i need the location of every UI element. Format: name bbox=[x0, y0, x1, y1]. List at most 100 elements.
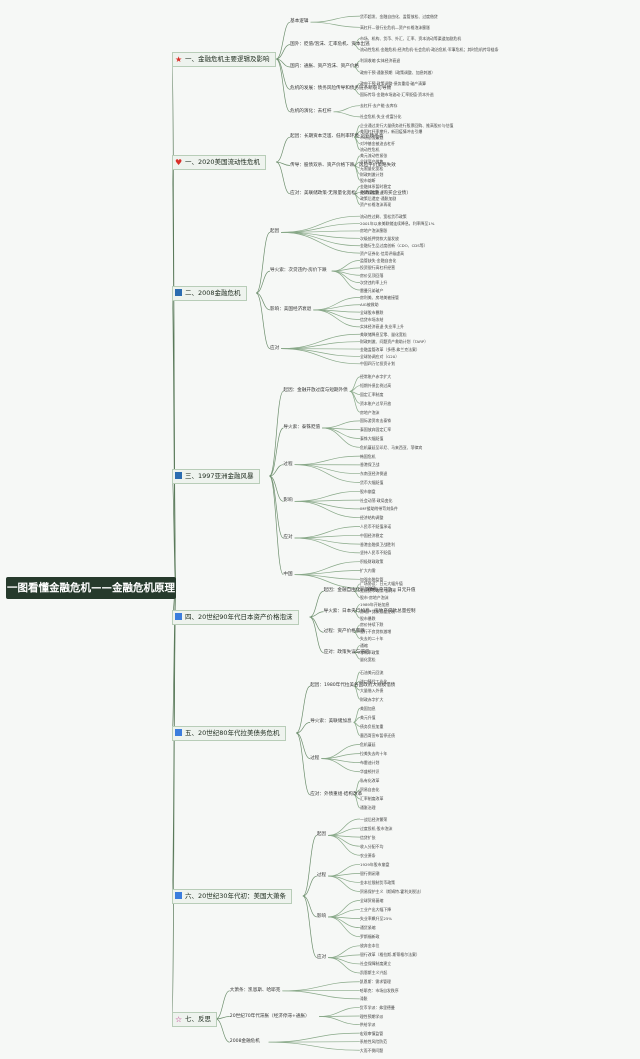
subtopic[interactable]: 应对 bbox=[316, 954, 327, 960]
connector bbox=[353, 193, 361, 205]
connector bbox=[302, 835, 318, 897]
connector bbox=[282, 990, 360, 1000]
leaf-note: 监管缺失·金融自由化 bbox=[360, 257, 397, 263]
branch-label: 一、金融危机主要逻辑及影响 bbox=[185, 55, 270, 63]
root-topic[interactable]: 一图看懂金融危机——金融危机原理 bbox=[6, 577, 176, 599]
subtopic[interactable]: 过程：资产价格暴跌 bbox=[323, 629, 365, 635]
leaf-note: 社会保障制度建立 bbox=[360, 961, 392, 967]
leaf-note: 香港保卫战 bbox=[360, 462, 380, 468]
star-pink-icon: ☆ bbox=[175, 1015, 183, 1024]
subtopic[interactable]: 过程 bbox=[310, 755, 320, 761]
subtopic[interactable]: 国内：通胀、资产泡沫、资产价格 bbox=[290, 64, 360, 69]
leaf-note: 人民币不贬值承诺 bbox=[360, 524, 392, 529]
leaf-note: 信贷扩张 bbox=[360, 834, 376, 840]
branch-label: 四、20世纪90年代日本资产价格泡沫 bbox=[185, 613, 293, 621]
leaf-note: 股市·房地产泡沫 bbox=[360, 595, 389, 601]
subtopic[interactable]: 影响 bbox=[316, 913, 327, 919]
subtopic[interactable]: 起因：金融自由化、资本账户开放、日元升值 bbox=[323, 588, 416, 594]
subtopic[interactable]: 应对：美联储政策·无限量化宽松、财政刺激（购买企业债） bbox=[290, 190, 411, 196]
leaf-note: 银行不良贷款激增 bbox=[360, 629, 392, 635]
branch-b5[interactable]: 四、20世纪90年代日本资产价格泡沫 bbox=[172, 610, 299, 625]
leaf-note: 雷曼兄弟破产 bbox=[360, 287, 384, 293]
leaf-note: 市场、机构、货币、外汇、汇率、资本流动等渠道加剧危机 bbox=[360, 36, 462, 41]
subtopic[interactable]: 起因 bbox=[316, 832, 327, 838]
leaf-note: 全球股市暴跌 bbox=[360, 309, 384, 315]
leaf-note: 市场恐慌蔓延 bbox=[360, 135, 384, 141]
leaf-note: 股市熔断 bbox=[360, 177, 376, 183]
subtopic[interactable]: 中国 bbox=[283, 571, 293, 577]
subtopic[interactable]: 传导：股债双杀、资产价格下跌、风险平价策略失效 bbox=[290, 162, 396, 168]
connector bbox=[328, 945, 361, 958]
leaf-note: 去杠杆·去产能·去库存 bbox=[360, 103, 398, 109]
leaf-note: 零利率政策 bbox=[360, 649, 380, 655]
connector bbox=[276, 44, 291, 60]
connector bbox=[353, 89, 361, 95]
leaf-note: 次级抵押贷款大量发放 bbox=[360, 235, 399, 241]
connector bbox=[310, 21, 361, 28]
subtopic[interactable]: 起因：金融开放过度与短期外债 bbox=[283, 388, 348, 394]
subtopic[interactable]: 导火索：美联储加息 bbox=[310, 719, 352, 725]
subtopic[interactable]: 导火索：次贷违约·房价下跌 bbox=[270, 268, 327, 274]
leaf-note: 美联储降息至零、量化宽松 bbox=[360, 331, 407, 337]
subtopic[interactable]: 起因：长期资本泛滥、低利率环境·企业债务高 bbox=[290, 134, 384, 140]
subtopic[interactable]: 过程 bbox=[316, 873, 327, 879]
subtopic[interactable]: 国外：贬值/泡沫、汇率危机、资本出逃 bbox=[290, 41, 370, 47]
subtopic[interactable]: 起因 bbox=[270, 229, 280, 235]
leaf-note: 收入分配不均 bbox=[360, 843, 384, 849]
connector bbox=[328, 875, 361, 883]
subtopic[interactable]: 应对 bbox=[283, 535, 293, 540]
subtopic[interactable]: 应对：政策失误与滞后 bbox=[323, 649, 370, 655]
square-icon bbox=[175, 289, 182, 296]
subtopic[interactable]: 影响：美国经济衰退 bbox=[270, 306, 312, 312]
subtopic[interactable]: 导火索：日本央行加息、房地产贷款总量控制 bbox=[323, 608, 416, 614]
leaf-note: 短期外债比例过高 bbox=[360, 383, 392, 389]
connector bbox=[353, 165, 361, 181]
subtopic[interactable]: 应对：外债重组·结构改革 bbox=[310, 791, 363, 797]
branch-label: 一、2020美国流动性危机 bbox=[185, 158, 261, 166]
branch-b4[interactable]: 三、1997亚洲金融风暴 bbox=[172, 469, 260, 484]
subtopic[interactable]: 导火索：泰铢贬值 bbox=[283, 425, 321, 430]
leaf-note: 政府干预·政策调整·债务重组·破产清算 bbox=[360, 80, 426, 86]
box-icon bbox=[175, 729, 182, 736]
connector bbox=[269, 427, 284, 477]
connector bbox=[353, 611, 361, 619]
branch-b8[interactable]: ☆七、反思 bbox=[172, 1012, 217, 1027]
star-icon: ★ bbox=[175, 55, 183, 64]
subtopic[interactable]: 大萧条：凯恩斯、哈耶克 bbox=[229, 987, 281, 993]
subtopic[interactable]: 危机的演化：去杠杆 bbox=[290, 108, 332, 114]
leaf-note: 工业产出大幅下降 bbox=[360, 907, 392, 913]
leaf-note: 哈耶克：市场自发秩序 bbox=[359, 987, 399, 993]
branch-b6[interactable]: 五、20世纪80年代拉美债务危机 bbox=[172, 726, 286, 741]
leaf-note: 华盛顿共识 bbox=[360, 769, 380, 775]
subtopic[interactable]: 起因：1980年代拉美各国政府大规模借债 bbox=[310, 683, 396, 689]
subtopic[interactable]: 应对 bbox=[270, 345, 280, 351]
leaf-note: 银行改革（格拉斯-斯蒂格尔法案） bbox=[360, 952, 420, 958]
leaf-note: 通胀治理 bbox=[360, 805, 376, 811]
leaf-note: 坚持人民币不贬值 bbox=[360, 550, 392, 556]
subtopic[interactable]: 20世纪70年代滞胀（经济停滞+通胀） bbox=[229, 1013, 310, 1019]
branch-b2[interactable]: ♥一、2020美国流动性危机 bbox=[172, 155, 267, 170]
connector bbox=[353, 794, 361, 809]
leaf-note: 放弃金本位 bbox=[360, 943, 380, 949]
subtopic[interactable]: 影响 bbox=[283, 498, 293, 504]
leaf-note: 房价持续下跌 bbox=[360, 622, 384, 628]
leaf-note: 房利美、房地美被接管 bbox=[360, 294, 399, 300]
subtopic[interactable]: 2008金融危机 bbox=[229, 1039, 260, 1045]
connector bbox=[275, 161, 291, 195]
connector bbox=[275, 58, 291, 113]
connector bbox=[281, 232, 361, 254]
subtopic[interactable]: 危机的发展：债务风险传导和债务链条断裂可导致 bbox=[290, 86, 392, 92]
branch-b7[interactable]: 六、20世纪30年代初：美国大萧条 bbox=[172, 889, 293, 904]
connector bbox=[319, 1016, 360, 1025]
connector bbox=[275, 136, 291, 163]
subtopic[interactable]: 过程 bbox=[283, 461, 293, 467]
connector bbox=[269, 464, 284, 477]
branch-b3[interactable]: 二、2008金融危机 bbox=[172, 286, 247, 301]
subtopic[interactable]: 基本逻辑 bbox=[290, 19, 309, 25]
branch-b1[interactable]: ★一、金融危机主要逻辑及影响 bbox=[172, 52, 276, 67]
connector bbox=[255, 292, 271, 311]
leaf-note: 投资银行高杠杆经营 bbox=[360, 265, 396, 271]
leaf-note: 失业率飙升至25% bbox=[360, 916, 392, 922]
connector bbox=[328, 863, 361, 877]
leaf-note: 资产证券化·信用评级虚高 bbox=[360, 250, 405, 256]
